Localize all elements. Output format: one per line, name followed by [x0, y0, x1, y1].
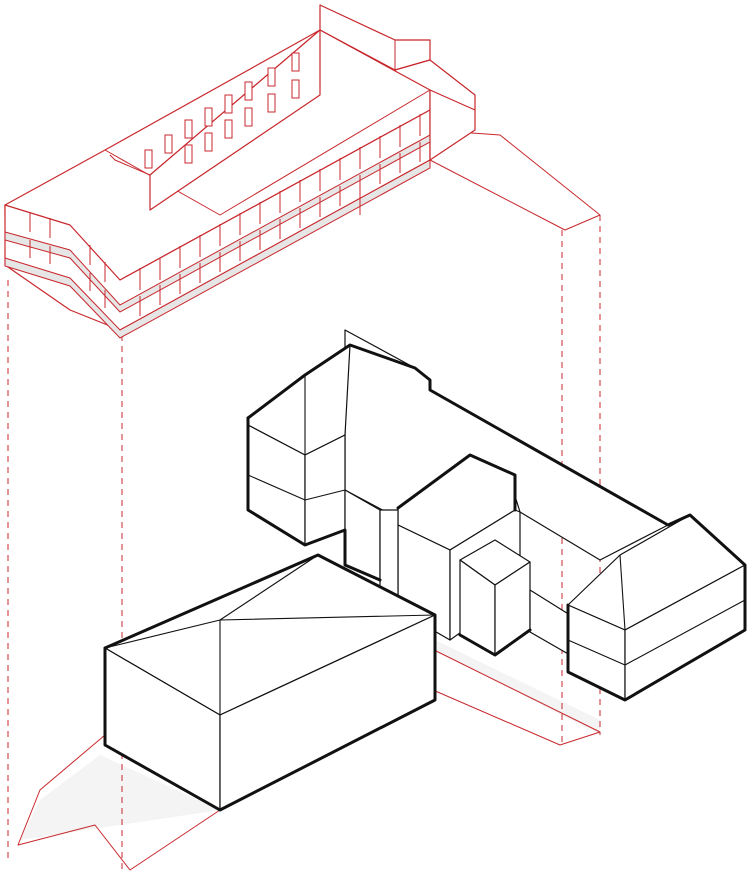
- floor-line: [624, 599, 746, 666]
- window: [267, 67, 276, 87]
- floor-line: [304, 489, 346, 501]
- window: [267, 93, 276, 113]
- window: [184, 144, 193, 164]
- window: [224, 119, 233, 139]
- window: [144, 149, 153, 169]
- outline-elevator-base: [458, 628, 532, 657]
- window: [291, 79, 300, 99]
- outline-tower-top: [396, 453, 517, 512]
- footprint-shadow-west: [20, 755, 220, 840]
- floor-line: [247, 474, 306, 501]
- window: [204, 107, 213, 127]
- window: [204, 132, 213, 152]
- window: [244, 107, 253, 127]
- existing-nw-pavilion-south-wall: [304, 434, 346, 546]
- existing-building-black: [103, 329, 747, 812]
- red-facade-windows: [29, 114, 421, 316]
- existing-back-wing-wall: [529, 589, 571, 656]
- outline-front-block: [103, 553, 437, 812]
- window: [184, 119, 193, 139]
- footprint-outline-north: [429, 129, 601, 231]
- hip-edge: [619, 554, 626, 631]
- hip-edge: [219, 554, 319, 621]
- red-east-end: [429, 89, 476, 161]
- red-courtyard-windows: [144, 52, 300, 169]
- window: [291, 52, 300, 72]
- floor-line: [567, 639, 626, 666]
- window-mullions-lower: [29, 142, 421, 316]
- window-mullions-upper: [29, 114, 421, 290]
- outline-left: [246, 416, 382, 582]
- window: [224, 94, 233, 114]
- new-building-red: [4, 4, 476, 339]
- window: [244, 81, 253, 101]
- outline-top: [246, 343, 747, 702]
- footprint-outline-west: [17, 734, 221, 871]
- red-floor-slab-lower: [4, 159, 431, 339]
- window: [164, 134, 173, 154]
- footprint-outline-east: [429, 647, 601, 746]
- red-courtyard-wall: [149, 29, 321, 211]
